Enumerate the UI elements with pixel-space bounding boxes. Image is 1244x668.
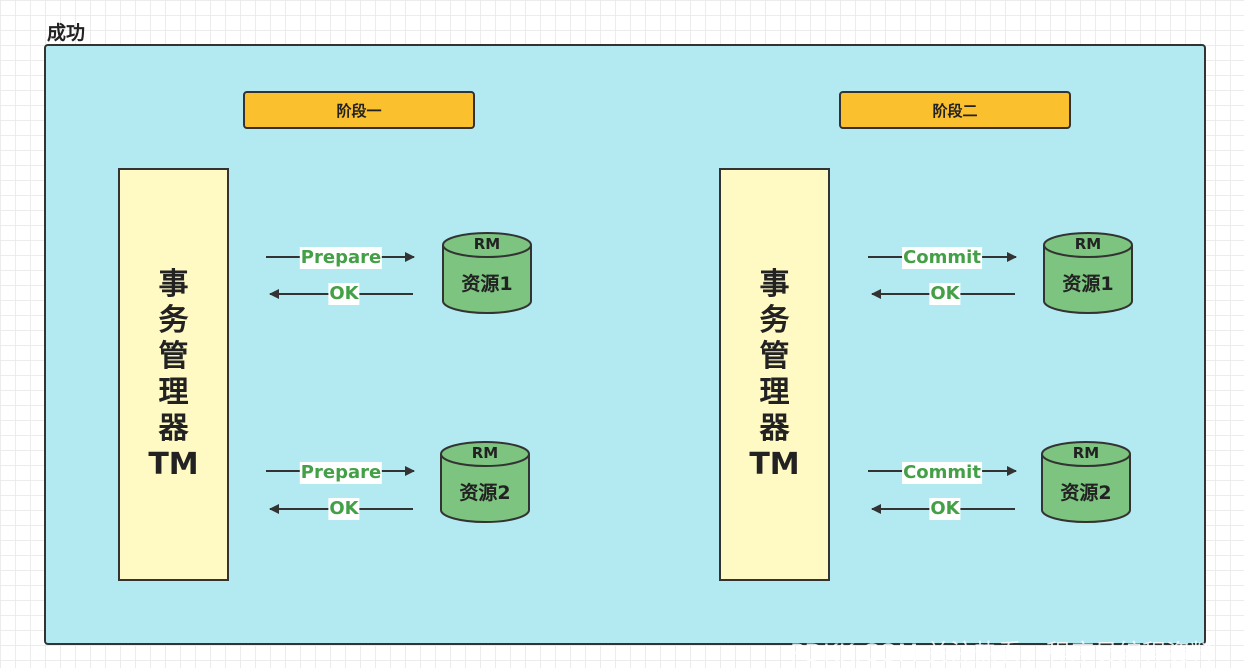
tm-char: 理	[158, 374, 189, 410]
resource-name: 资源1	[461, 273, 513, 295]
database-icon	[1041, 441, 1131, 523]
tm-char: 务	[158, 302, 189, 338]
tm-char: TM	[148, 446, 199, 482]
tm-char: 务	[759, 302, 790, 338]
transaction-manager-box-phase-two: 事 务 管 理 器 TM	[719, 168, 830, 581]
resource-2-phase-two: RM 资源2	[1040, 440, 1132, 524]
resource-name: 资源2	[459, 482, 511, 504]
tm-char: 事	[158, 266, 189, 302]
transaction-manager-box-phase-one: 事 务 管 理 器 TM	[118, 168, 229, 581]
ok-label-3: OK	[929, 283, 961, 305]
tm-char: 管	[158, 338, 189, 374]
resource-name: 资源2	[1060, 482, 1112, 504]
ok-label-1: OK	[328, 283, 360, 305]
commit-label-1: Commit	[902, 247, 982, 269]
phase-one-label: 阶段一	[243, 91, 475, 129]
resource-1-phase-one: RM 资源1	[441, 231, 533, 315]
tm-char: 管	[759, 338, 790, 374]
resource-name: 资源1	[1062, 273, 1114, 295]
database-icon	[1043, 232, 1133, 314]
diagram-panel	[44, 44, 1206, 645]
tm-char: 器	[158, 410, 189, 446]
tm-char: 器	[759, 410, 790, 446]
rm-tag: RM	[1072, 444, 1100, 462]
tm-char: 理	[759, 374, 790, 410]
tm-char: TM	[749, 446, 800, 482]
prepare-label-1: Prepare	[299, 247, 383, 269]
rm-tag: RM	[473, 235, 501, 253]
tm-char: 事	[759, 266, 790, 302]
database-icon	[442, 232, 532, 314]
phase-two-label: 阶段二	[839, 91, 1071, 129]
watermark-text: PDKK.COM 关注热看，程序员编程资料	[789, 639, 1214, 667]
resource-2-phase-one: RM 资源2	[439, 440, 531, 524]
prepare-label-2: Prepare	[299, 462, 383, 484]
frame-title: 成功	[47, 22, 86, 44]
commit-label-2: Commit	[902, 462, 982, 484]
resource-1-phase-two: RM 资源1	[1042, 231, 1134, 315]
ok-label-4: OK	[929, 498, 961, 520]
ok-label-2: OK	[328, 498, 360, 520]
database-icon	[440, 441, 530, 523]
rm-tag: RM	[1074, 235, 1102, 253]
rm-tag: RM	[471, 444, 499, 462]
